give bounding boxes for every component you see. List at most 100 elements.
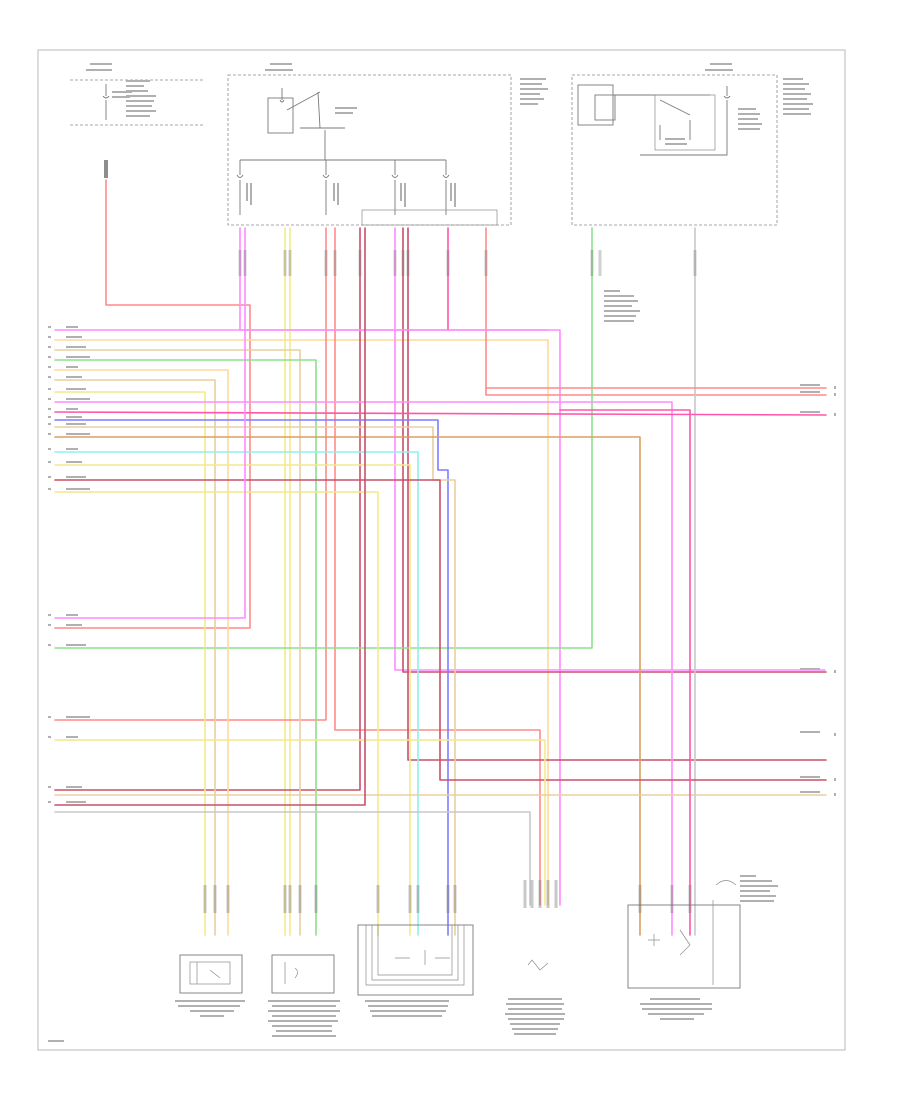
left-pin-number-21 bbox=[48, 786, 51, 788]
ignition-switch-contacts bbox=[286, 91, 345, 160]
center-block-text-marks bbox=[246, 63, 548, 207]
top-connector-7 bbox=[393, 250, 397, 276]
left-pin-code-20 bbox=[66, 736, 78, 738]
right-pin-labels bbox=[800, 384, 836, 796]
wire-green-2 bbox=[54, 359, 317, 936]
sensor-b-symbol bbox=[284, 962, 298, 984]
left-pin-number-2 bbox=[48, 346, 51, 348]
left-pin-labels bbox=[48, 326, 90, 803]
fuel-pump-elements bbox=[648, 900, 714, 985]
left-pin-code-0 bbox=[66, 326, 78, 328]
relay-contacts bbox=[615, 94, 710, 156]
bottom-connector-15 bbox=[546, 880, 550, 908]
bottom-connector-3 bbox=[283, 885, 287, 913]
left-pin-code-9 bbox=[66, 416, 82, 418]
bottom-connector-5 bbox=[298, 885, 302, 913]
left-pin-number-20 bbox=[48, 736, 51, 738]
right-pin-number-3 bbox=[834, 670, 836, 673]
left-pin-code-14 bbox=[66, 476, 86, 478]
right-pin-number-0 bbox=[834, 386, 836, 389]
internal-fuse-3 bbox=[391, 160, 399, 215]
left-pin-number-3 bbox=[48, 356, 51, 358]
relay-switch-frame bbox=[654, 94, 716, 151]
left-pin-code-19 bbox=[66, 716, 90, 718]
left-pin-number-13 bbox=[48, 461, 51, 463]
wire-cyan-1 bbox=[54, 451, 419, 936]
fuse-symbol-left bbox=[102, 84, 110, 120]
right-block-text-marks bbox=[665, 63, 813, 145]
top-connector-13 bbox=[598, 250, 602, 276]
right-pin-code-0 bbox=[800, 384, 820, 386]
left-pin-number-14 bbox=[48, 476, 51, 478]
wire-dark-red-5 bbox=[54, 227, 366, 806]
right-pin-code-3 bbox=[800, 668, 820, 670]
throttle-motor bbox=[505, 959, 565, 1035]
wire-magenta-right bbox=[559, 409, 691, 936]
left-pin-number-4 bbox=[48, 366, 51, 368]
left-pin-code-16 bbox=[66, 614, 78, 616]
wire-gray-bottom bbox=[54, 811, 531, 906]
wire-yellow-5 bbox=[54, 491, 379, 936]
wire-ign-orange-1 bbox=[54, 339, 549, 906]
internal-fuse-2 bbox=[322, 160, 330, 215]
ground-note-text-marks bbox=[604, 290, 640, 322]
wire-blue-1 bbox=[54, 419, 449, 936]
left-pin-code-15 bbox=[66, 488, 90, 490]
top-connector-5 bbox=[333, 250, 337, 276]
bottom-connector-10 bbox=[446, 885, 450, 913]
bottom-connector-1 bbox=[213, 885, 217, 913]
wire-red-3 bbox=[334, 227, 541, 906]
top-connector-4 bbox=[324, 250, 328, 276]
right-fuse-symbol bbox=[695, 86, 731, 156]
bottom-connector-8 bbox=[408, 885, 412, 913]
left-pin-number-1 bbox=[48, 336, 51, 338]
fuel-pump-ground-lead bbox=[715, 880, 737, 886]
bottom-connector-14 bbox=[538, 880, 542, 908]
pedal-sensor-body bbox=[357, 924, 474, 996]
right-pin-code-6 bbox=[800, 791, 820, 793]
bottom-connector-17 bbox=[638, 885, 642, 913]
left-pin-number-10 bbox=[48, 423, 51, 425]
left-pin-number-19 bbox=[48, 716, 51, 718]
top-connector-9 bbox=[406, 250, 410, 276]
fuel-pump-body bbox=[627, 904, 741, 989]
left-pin-code-5 bbox=[66, 376, 82, 378]
left-pin-number-5 bbox=[48, 376, 51, 378]
left-pin-number-7 bbox=[48, 398, 51, 400]
left-pin-number-16 bbox=[48, 614, 51, 616]
wire-harness bbox=[54, 179, 827, 936]
sensor-a bbox=[175, 954, 245, 1017]
bottom-connector-6 bbox=[314, 885, 318, 913]
wire-brown-1 bbox=[54, 436, 641, 936]
bottom-connector-12 bbox=[523, 880, 527, 908]
wire-tan-2 bbox=[54, 379, 216, 936]
wire-red-4 bbox=[485, 227, 827, 396]
left-pin-number-12 bbox=[48, 448, 51, 450]
fuse-left-text-marks bbox=[86, 63, 156, 117]
left-pin-number-18 bbox=[48, 644, 51, 646]
left-pin-code-1 bbox=[66, 336, 82, 338]
footer-id-mark bbox=[48, 1040, 64, 1042]
right-pin-code-4 bbox=[800, 731, 820, 733]
left-pin-number-15 bbox=[48, 488, 51, 490]
bottom-connector-9 bbox=[416, 885, 420, 913]
ignition-switch-box bbox=[267, 97, 294, 134]
sensor-a-label-marks bbox=[175, 1000, 245, 1017]
wire-dark-red-3 bbox=[407, 227, 827, 761]
throttle-motor-label-marks bbox=[505, 998, 565, 1035]
left-pin-code-3 bbox=[66, 356, 90, 358]
left-pin-number-0 bbox=[48, 326, 51, 328]
wire-red-2 bbox=[54, 227, 327, 721]
top-connector-3 bbox=[288, 250, 292, 276]
sensor-b bbox=[268, 954, 340, 1037]
left-pin-code-13 bbox=[66, 461, 82, 463]
right-pin-code-1 bbox=[800, 391, 820, 393]
connector-c101 bbox=[104, 160, 108, 178]
left-pin-code-12 bbox=[66, 448, 78, 450]
left-pin-number-22 bbox=[48, 801, 51, 803]
left-pin-code-22 bbox=[66, 801, 86, 803]
diagram-frame bbox=[37, 49, 846, 1051]
bottom-connector-13 bbox=[530, 880, 534, 908]
relay-coil-box bbox=[577, 84, 614, 126]
right-pin-number-1 bbox=[834, 393, 836, 396]
